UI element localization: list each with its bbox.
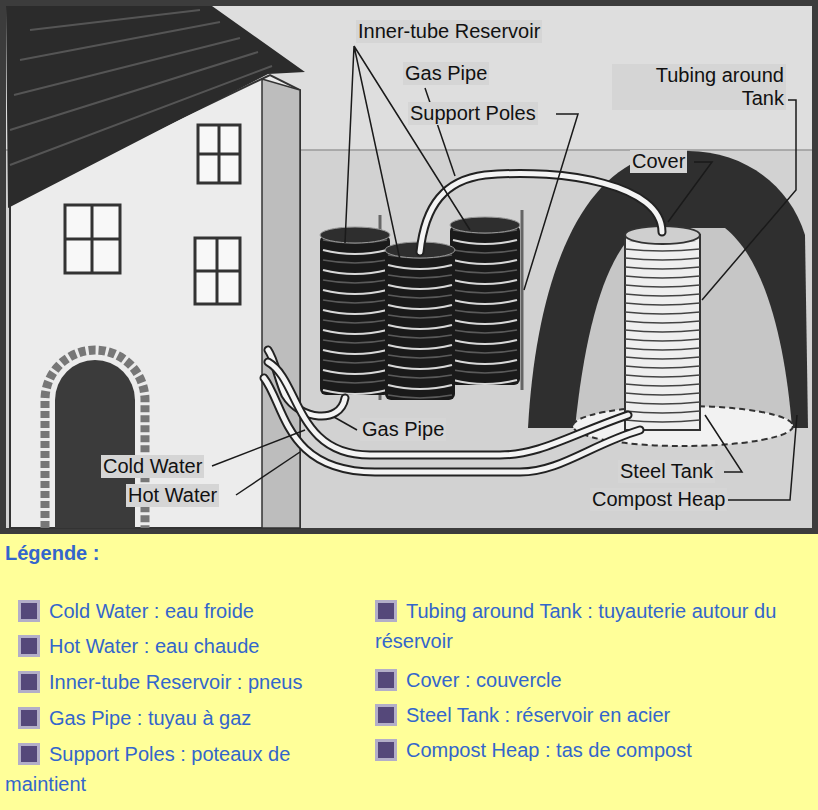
legend-item: Steel Tank : réservoir en acier (375, 700, 813, 730)
tire-stack-body (385, 250, 455, 400)
window (195, 238, 240, 304)
gas-pipe (420, 173, 662, 252)
legend-item: Inner-tube Reservoir : pneus (5, 667, 367, 697)
leader-line (728, 415, 797, 500)
tank-tubing (625, 241, 700, 427)
part-label: Tubing around Tank (612, 64, 786, 110)
legend-swatch (375, 600, 397, 622)
part-label: Steel Tank (618, 460, 715, 483)
hot-water-pipe (264, 378, 640, 472)
tire-top (450, 217, 520, 233)
legend-text: Steel Tank : réservoir en acier (406, 704, 670, 726)
part-label: Inner-tube Reservoir (356, 20, 542, 43)
support-pole (521, 210, 524, 390)
heap-cutaway (575, 228, 792, 428)
legend-item: Cover : couvercle (375, 665, 813, 695)
part-label: Cold Water (101, 455, 204, 478)
part-label: Gas Pipe (403, 62, 489, 85)
steel-tank (625, 226, 700, 430)
legend-text: Support Poles : poteaux de maintient (5, 743, 290, 795)
cold-water-pipe (268, 362, 628, 455)
legend-item: Tubing around Tank : tuyauterie autour d… (375, 596, 813, 656)
picture-frame (3, 3, 815, 531)
part-label: Hot Water (126, 484, 219, 507)
tire-stack-body (320, 235, 390, 395)
legend-heading: Légende : (5, 541, 99, 565)
tire-stack (320, 227, 390, 395)
legend-swatch (18, 707, 40, 729)
leader-line (236, 452, 300, 495)
leader-line (702, 100, 796, 300)
window-bars (195, 238, 240, 304)
house-side (262, 79, 300, 528)
legend-text: Tubing around Tank : tuyauterie autour d… (375, 600, 776, 652)
gas-pipe (420, 173, 662, 252)
legend-swatch (18, 671, 40, 693)
tire-rings (450, 225, 520, 385)
leader-line (334, 417, 357, 430)
window-bars (65, 205, 120, 273)
legend-text: Inner-tube Reservoir : pneus (49, 671, 302, 693)
legend-text: Cover : couvercle (406, 669, 562, 691)
legend-swatch (375, 669, 397, 691)
legend-swatch (375, 704, 397, 726)
legend-text: Hot Water : eau chaude (49, 635, 260, 657)
tire-stack (450, 217, 520, 385)
leader-lines (212, 46, 797, 500)
hot-water-pipe (264, 378, 640, 472)
leader-line (212, 430, 305, 466)
legend-item: Gas Pipe : tuyau à gaz (5, 703, 367, 733)
cold-water-pipe (268, 362, 628, 455)
tank-body (625, 235, 700, 430)
tire-stack (385, 242, 455, 400)
window-bars (198, 125, 240, 183)
tire-stack-body (450, 225, 520, 385)
part-label: Support Poles (408, 102, 538, 125)
part-label: Compost Heap (590, 488, 727, 511)
legend-swatch (18, 743, 40, 765)
legend-swatch (18, 635, 40, 657)
legend-swatch (18, 600, 40, 622)
legend-text: Cold Water : eau froide (49, 600, 254, 622)
legend-text: Gas Pipe : tuyau à gaz (49, 707, 251, 729)
part-label: Gas Pipe (360, 418, 446, 441)
legend-item: Hot Water : eau chaude (5, 631, 367, 661)
tire-rings (385, 250, 455, 400)
legend-item: Support Poles : poteaux de maintient (5, 739, 367, 799)
tire-rings (320, 235, 390, 395)
part-label: Cover (630, 150, 687, 173)
compost-heap (528, 151, 808, 428)
window (198, 125, 240, 183)
legend-item: Cold Water : eau froide (5, 596, 367, 626)
tire-top (320, 227, 390, 243)
legend-swatch (375, 739, 397, 761)
door (55, 360, 135, 528)
legend-text: Compost Heap : tas de compost (406, 739, 692, 761)
house-roof (6, 6, 305, 208)
legend-item: Compost Heap : tas de compost (375, 735, 813, 765)
window (65, 205, 120, 273)
leader-line (524, 114, 578, 290)
legend-panel (0, 533, 818, 810)
